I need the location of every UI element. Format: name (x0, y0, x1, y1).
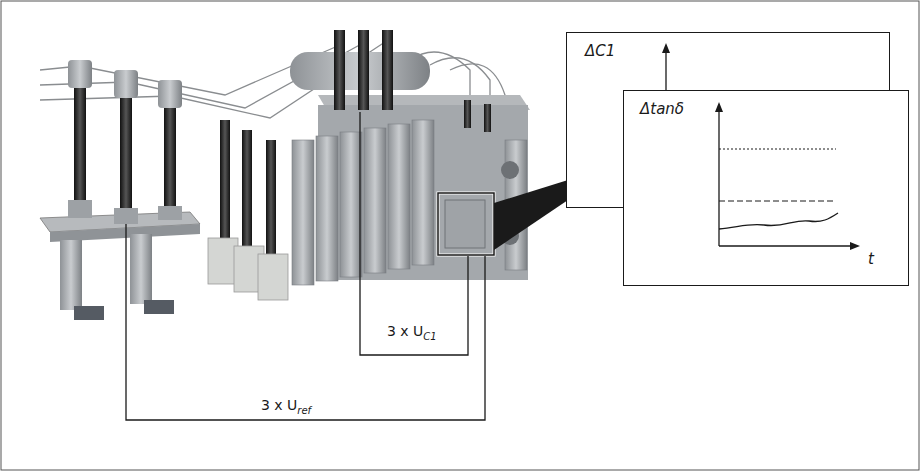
signal-subscript: C1 (423, 331, 436, 342)
axis-label: t (868, 251, 874, 268)
signal-name: 3 x U (387, 323, 423, 339)
signal-label: 3 x Uref (258, 397, 314, 417)
signal-subscript: ref (297, 405, 311, 416)
support-structure (40, 212, 200, 320)
signal-wire (360, 112, 468, 355)
signal-name: 3 x U (261, 397, 297, 413)
signal-label: 3 x UC1 (384, 323, 440, 343)
surge-arresters (208, 120, 288, 300)
callout-wedge (494, 180, 568, 250)
chart-panel: Δtanδ t (623, 90, 909, 286)
signal-wire (126, 224, 485, 420)
trend-chart (624, 91, 910, 287)
axis-title: Δtanδ (640, 101, 684, 118)
axis-title: ΔC1 (585, 43, 615, 60)
instrument-transformers (68, 60, 182, 224)
